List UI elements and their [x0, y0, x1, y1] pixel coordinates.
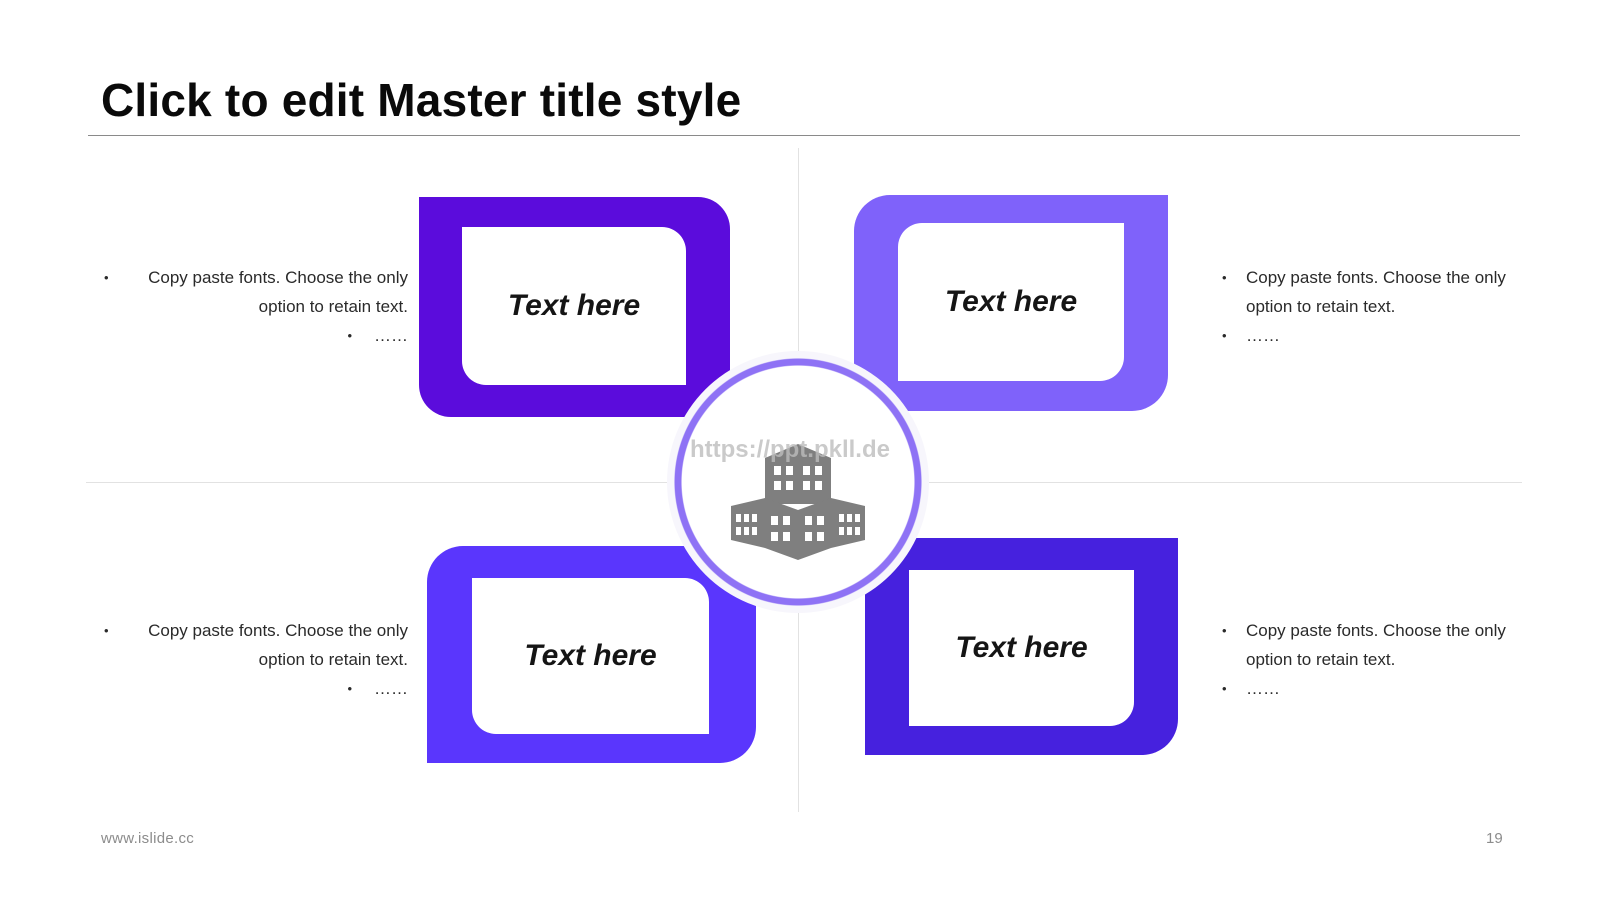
card-bottom-left-label[interactable]: Text here: [524, 639, 657, 672]
card-bottom-right-inner: Text here: [909, 570, 1134, 726]
building-icon: [731, 444, 865, 560]
card-top-right-inner: Text here: [898, 223, 1124, 381]
text-block-bottom-left[interactable]: • Copy paste fonts. Choose the only opti…: [88, 616, 408, 703]
bullet-sub-item: • ……: [126, 674, 408, 703]
bullet-line-2: option to retain text.: [1246, 297, 1396, 316]
bullet-line-3: ……: [374, 679, 408, 698]
slide-title[interactable]: Click to edit Master title style: [101, 74, 742, 126]
bullet-line-1: Copy paste fonts. Choose the only: [1246, 621, 1506, 640]
bullet-line-3: ……: [1246, 679, 1280, 698]
bullet-dot: •: [347, 328, 352, 343]
bullet-dot: •: [104, 270, 109, 285]
text-block-top-left[interactable]: • Copy paste fonts. Choose the only opti…: [88, 263, 408, 350]
card-bottom-left-inner: Text here: [472, 578, 709, 734]
card-bottom-left[interactable]: Text here: [427, 546, 756, 763]
card-top-left-label[interactable]: Text here: [507, 289, 641, 322]
bullet-line-3: ……: [374, 326, 408, 345]
bullet-dot: •: [104, 623, 109, 638]
bullet-dot: •: [1222, 623, 1227, 638]
bullet-dot: •: [1222, 681, 1227, 696]
bullet-dot: •: [1222, 270, 1227, 285]
watermark-text: https://ppt.pkll.de: [690, 436, 890, 463]
bullet-dot: •: [1222, 328, 1227, 343]
page-number: 19: [1486, 830, 1503, 847]
card-top-left-inner: Text here: [462, 227, 686, 385]
card-bottom-right[interactable]: Text here: [865, 538, 1178, 755]
text-block-bottom-right[interactable]: • Copy paste fonts. Choose the only opti…: [1222, 616, 1542, 703]
card-top-right-label[interactable]: Text here: [944, 285, 1078, 318]
text-block-top-right[interactable]: • Copy paste fonts. Choose the only opti…: [1222, 263, 1542, 350]
card-bottom-right-label[interactable]: Text here: [955, 631, 1088, 664]
footer-url[interactable]: www.islide.cc: [101, 830, 195, 847]
bullet-line-1: Copy paste fonts. Choose the only: [148, 621, 408, 640]
bullet-line-2: option to retain text.: [1246, 650, 1396, 669]
title-divider: [88, 135, 1520, 136]
bullet-line-3: ……: [1246, 326, 1280, 345]
bullet-line-2: option to retain text.: [258, 650, 408, 669]
bullet-dot: •: [347, 681, 352, 696]
card-top-left[interactable]: Text here: [419, 197, 730, 417]
card-top-right[interactable]: Text here: [854, 195, 1168, 411]
center-hub[interactable]: [667, 351, 929, 613]
bullet-line-2: option to retain text.: [258, 297, 408, 316]
bullet-line-1: Copy paste fonts. Choose the only: [148, 268, 408, 287]
bullet-line-1: Copy paste fonts. Choose the only: [1246, 268, 1506, 287]
bullet-sub-item: • ……: [126, 321, 408, 350]
